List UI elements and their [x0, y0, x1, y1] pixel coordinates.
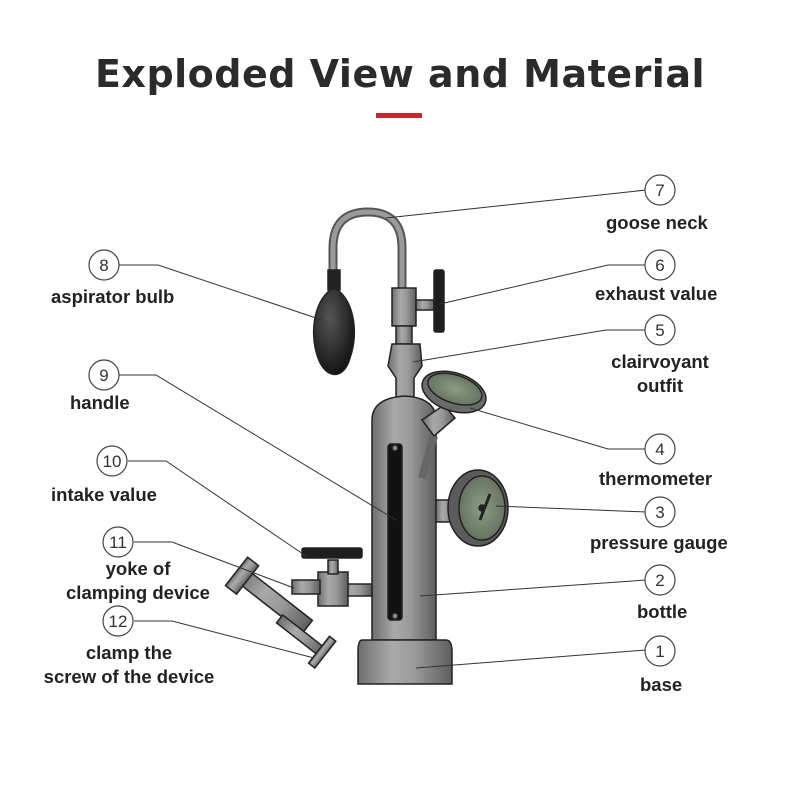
callout-3: 3	[644, 496, 676, 528]
callout-number: 6	[655, 256, 664, 275]
yoke-of-clamping-device	[224, 556, 314, 635]
label-goose-neck: goose neck	[606, 212, 708, 233]
callout-number: 8	[99, 256, 108, 275]
callout-number: 7	[655, 181, 664, 200]
aspirator-bulb	[312, 287, 356, 376]
callout-1: 1	[644, 635, 676, 667]
label-thermometer: thermometer	[599, 468, 713, 489]
label-bottle: bottle	[637, 601, 688, 622]
exhaust-valve-body	[391, 287, 417, 327]
callout-number: 3	[655, 503, 664, 522]
label-aspirator-bulb: aspirator bulb	[51, 286, 175, 307]
leader-line-8	[118, 264, 323, 321]
bottle	[371, 395, 437, 641]
thermometer	[421, 370, 487, 414]
callout-circle	[644, 314, 676, 346]
label-yoke-of-clamping-device: yoke of clamping device	[66, 558, 210, 603]
label-handle: handle	[70, 392, 130, 413]
goose-neck-hose	[328, 207, 407, 292]
exhaust-valve-handle	[433, 269, 445, 333]
callout-10: 10	[96, 445, 128, 477]
callout-circle	[96, 445, 128, 477]
callout-6: 6	[644, 249, 676, 281]
callout-circle	[644, 433, 676, 465]
callout-number: 9	[99, 366, 108, 385]
page-title: Exploded View and Material	[94, 52, 706, 96]
callout-number: 2	[655, 571, 664, 590]
leader-line-11	[134, 541, 295, 589]
callout-4: 4	[644, 433, 676, 465]
callout-number: 4	[655, 440, 664, 459]
callout-7: 7	[644, 174, 676, 206]
leader-line-6	[439, 264, 646, 305]
callout-5: 5	[644, 314, 676, 346]
intake-valve-handle	[301, 547, 363, 559]
callout-number: 11	[109, 533, 127, 552]
label-pressure-gauge: pressure gauge	[590, 532, 728, 553]
intake-valve-body	[317, 571, 349, 607]
label-intake-value: intake value	[51, 484, 157, 505]
base	[357, 639, 453, 685]
callout-circle	[88, 359, 120, 391]
bulb-neck	[327, 269, 341, 291]
callout-circle	[644, 249, 676, 281]
callout-8: 8	[88, 249, 120, 281]
callout-9: 9	[88, 359, 120, 391]
callout-circle	[644, 635, 676, 667]
leader-line-1	[415, 649, 647, 669]
callout-number: 10	[103, 452, 122, 471]
label-exhaust-value: exhaust value	[595, 283, 718, 304]
leader-line-12	[134, 620, 315, 659]
callout-11: 11	[102, 526, 134, 558]
callout-12: 12	[102, 605, 134, 637]
leader-line-10	[128, 460, 307, 557]
leader-line-4	[469, 407, 646, 450]
clamp-screw	[275, 613, 337, 670]
device-illustration	[224, 207, 509, 685]
callout-circle	[644, 496, 676, 528]
leader-line-3	[495, 505, 647, 513]
callout-number: 12	[109, 612, 128, 631]
callout-circle	[102, 526, 134, 558]
leader-line-7	[385, 189, 647, 219]
callout-circle	[644, 564, 676, 596]
label-base: base	[640, 674, 683, 695]
leader-lines	[118, 189, 647, 669]
leader-line-2	[419, 579, 647, 597]
leader-line-9	[118, 374, 397, 521]
callout-circle	[88, 249, 120, 281]
label-clamp-screw: clamp the screw of the device	[43, 642, 215, 687]
pressure-gauge	[447, 469, 509, 547]
callout-number: 5	[655, 321, 664, 340]
sight-glass	[387, 443, 403, 621]
leader-line-5	[412, 329, 646, 363]
callout-circle	[102, 605, 134, 637]
title-underline	[376, 113, 422, 118]
label-clairvoyant-outfit: clairvoyant outfit	[611, 351, 709, 396]
callout-circle	[644, 174, 676, 206]
callout-number: 1	[655, 642, 664, 661]
callout-2: 2	[644, 564, 676, 596]
